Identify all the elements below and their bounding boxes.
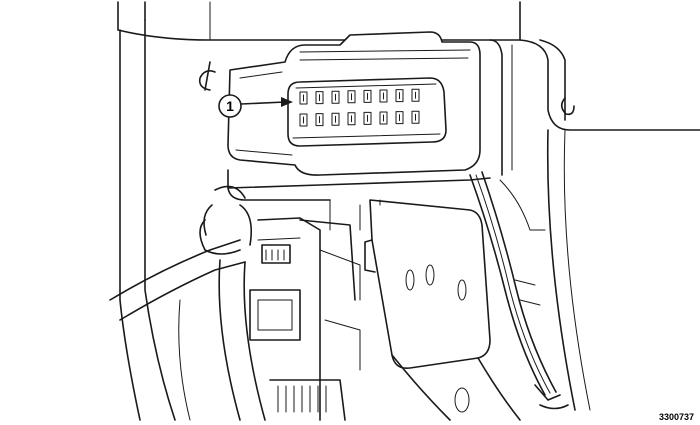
steering-column-bracket: [364, 199, 521, 421]
connector-pins-row-1: [299, 88, 420, 105]
hose: [109, 185, 266, 421]
connector-pins-row-2: [299, 110, 420, 127]
callout-1: 1: [218, 94, 293, 118]
interior-lines: [178, 179, 546, 421]
callout-circle: [218, 94, 242, 118]
wire-harness: [469, 171, 569, 410]
obd-connector: [287, 77, 447, 147]
dashboard-panel: [117, 1, 700, 421]
figure-id-label: 3300737: [658, 412, 694, 422]
callout-number: 1: [226, 98, 234, 114]
leader-arrowhead: [281, 97, 293, 107]
lower-connector-block: [249, 217, 361, 421]
